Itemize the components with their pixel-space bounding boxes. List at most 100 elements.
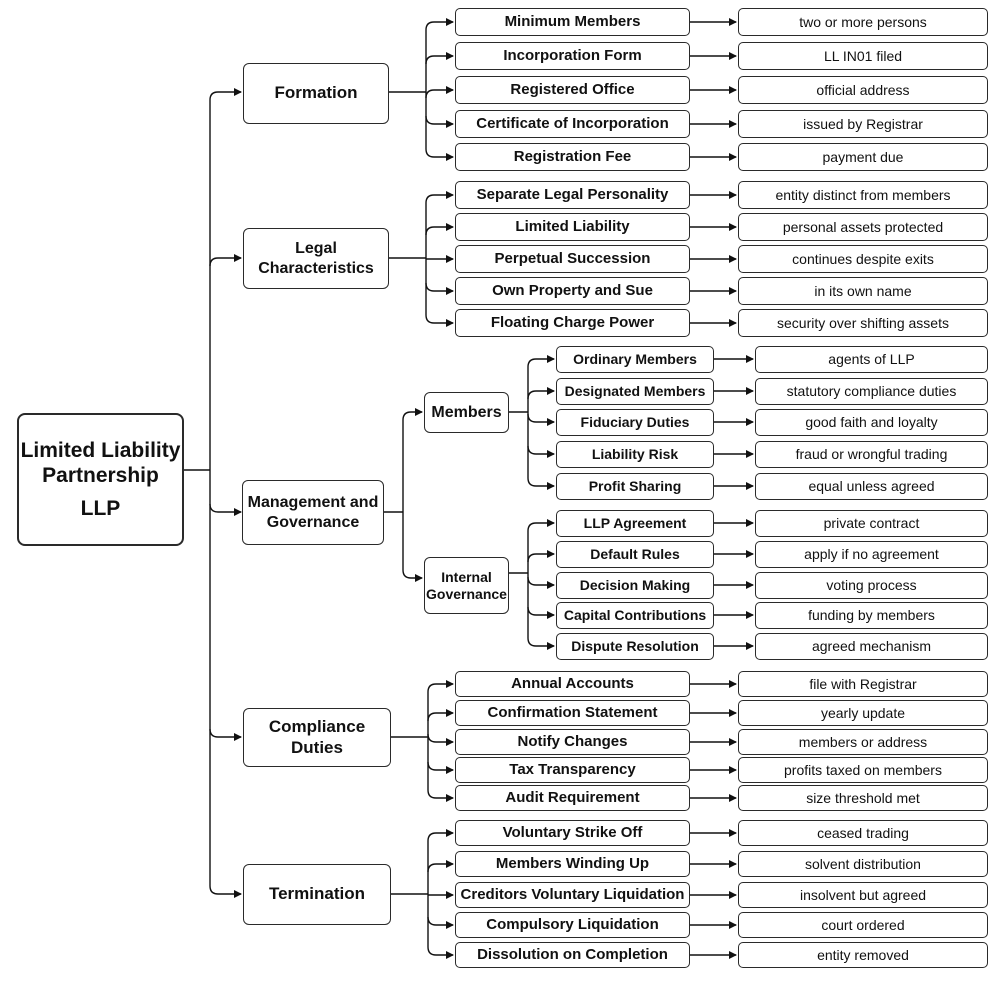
desc-decision-making: voting process: [755, 572, 988, 599]
connector-arrow: [527, 445, 555, 458]
desc-tax-transparency: profits taxed on members: [738, 757, 988, 783]
connector-arrow: [527, 519, 555, 532]
subgroup-title: Members: [431, 403, 502, 421]
connector-arrow: [425, 148, 454, 161]
connector-arrow: [527, 576, 555, 589]
item-label: Profit Sharing: [588, 478, 682, 495]
item-label: Dissolution on Completion: [477, 946, 668, 963]
item-limited-liability: Limited Liability: [455, 213, 690, 241]
connector-arrow: [425, 52, 454, 65]
connector-arrow: [427, 761, 454, 774]
item-own-property-and-sue: Own Property and Sue: [455, 277, 690, 305]
item-tax-transparency: Tax Transparency: [455, 757, 690, 783]
desc-llp-agreement: private contract: [755, 510, 988, 537]
desc-text: solvent distribution: [805, 855, 921, 872]
item-label: Ordinary Members: [573, 351, 697, 368]
item-label: Compulsory Liquidation: [486, 916, 659, 933]
root-title-line: LLP: [80, 497, 121, 521]
desc-perpetual-succession: continues despite exits: [738, 245, 988, 273]
item-certificate-of-incorporation: Certificate of Incorporation: [455, 110, 690, 138]
item-profit-sharing: Profit Sharing: [556, 473, 714, 500]
connector-arrow: [427, 789, 454, 802]
connector-arrow: [425, 191, 454, 204]
subgroup-internal-governance: Internal Governance: [424, 557, 509, 614]
item-label: Tax Transparency: [509, 761, 636, 778]
item-compulsory-liquidation: Compulsory Liquidation: [455, 912, 690, 938]
root-title-line: Partnership: [42, 463, 159, 487]
desc-certificate-of-incorporation: issued by Registrar: [738, 110, 988, 138]
desc-text: security over shifting assets: [777, 314, 949, 331]
item-label: Minimum Members: [504, 13, 641, 30]
desc-fiduciary-duties: good faith and loyalty: [755, 409, 988, 436]
connector-arrow: [427, 860, 454, 873]
desc-text: file with Registrar: [809, 675, 917, 692]
item-decision-making: Decision Making: [556, 572, 714, 599]
desc-text: voting process: [826, 577, 917, 594]
item-label: Limited Liability: [515, 218, 630, 235]
connector-arrow: [427, 680, 454, 693]
category-management-and-governance: Management and Governance: [242, 480, 384, 545]
item-designated-members: Designated Members: [556, 378, 714, 405]
item-label: Incorporation Form: [503, 47, 642, 64]
desc-text: fraud or wrongful trading: [795, 446, 948, 463]
category-title: Termination: [268, 884, 366, 904]
item-registration-fee: Registration Fee: [455, 143, 690, 171]
item-label: Notify Changes: [517, 733, 628, 750]
category-legal-characteristics: Legal Characteristics: [243, 228, 389, 289]
desc-text: profits taxed on members: [784, 761, 942, 778]
desc-text: equal unless agreed: [808, 478, 935, 495]
desc-confirmation-statement: yearly update: [738, 700, 988, 726]
desc-text: entity distinct from members: [775, 186, 951, 203]
desc-text: agreed mechanism: [811, 638, 932, 655]
desc-annual-accounts: file with Registrar: [738, 671, 988, 697]
item-ordinary-members: Ordinary Members: [556, 346, 714, 373]
desc-text: in its own name: [814, 282, 912, 299]
subgroup-title: Internal Governance: [426, 568, 507, 602]
item-label: Registered Office: [510, 81, 635, 98]
connector-arrow: [425, 86, 454, 99]
desc-dissolution-on-completion: entity removed: [738, 942, 988, 968]
item-label: Designated Members: [564, 383, 706, 400]
connector-arrow: [427, 709, 454, 722]
item-dispute-resolution: Dispute Resolution: [556, 633, 714, 660]
connector-arrow: [209, 728, 242, 741]
item-floating-charge-power: Floating Charge Power: [455, 309, 690, 337]
category-title: Compliance Duties: [268, 717, 366, 757]
item-audit-requirement: Audit Requirement: [455, 785, 690, 811]
desc-text: size threshold met: [806, 789, 920, 806]
desc-incorporation-form: LL IN01 filed: [738, 42, 988, 70]
connector-arrow: [209, 885, 242, 898]
item-label: Capital Contributions: [563, 607, 707, 624]
desc-designated-members: statutory compliance duties: [755, 378, 988, 405]
item-annual-accounts: Annual Accounts: [455, 671, 690, 697]
item-minimum-members: Minimum Members: [455, 8, 690, 36]
connector-arrow: [425, 282, 454, 295]
desc-audit-requirement: size threshold met: [738, 785, 988, 811]
desc-floating-charge-power: security over shifting assets: [738, 309, 988, 337]
desc-creditors-voluntary-liquidation: insolvent but agreed: [738, 882, 988, 908]
desc-notify-changes: members or address: [738, 729, 988, 755]
connector-arrow: [527, 413, 555, 426]
item-perpetual-succession: Perpetual Succession: [455, 245, 690, 273]
item-label: Liability Risk: [591, 446, 679, 463]
desc-text: statutory compliance duties: [786, 383, 957, 400]
item-dissolution-on-completion: Dissolution on Completion: [455, 942, 690, 968]
item-creditors-voluntary-liquidation: Creditors Voluntary Liquidation: [455, 882, 690, 908]
connector-arrow: [527, 637, 555, 650]
desc-text: two or more persons: [799, 13, 927, 30]
connector-arrow: [209, 88, 242, 101]
item-liability-risk: Liability Risk: [556, 441, 714, 468]
subgroup-members: Members: [424, 392, 509, 433]
item-label: Members Winding Up: [495, 855, 650, 872]
item-notify-changes: Notify Changes: [455, 729, 690, 755]
desc-text: apply if no agreement: [804, 546, 939, 563]
desc-dispute-resolution: agreed mechanism: [755, 633, 988, 660]
category-title: Management and Governance: [247, 494, 379, 531]
item-confirmation-statement: Confirmation Statement: [455, 700, 690, 726]
item-separate-legal-personality: Separate Legal Personality: [455, 181, 690, 209]
desc-text: issued by Registrar: [803, 115, 923, 132]
category-termination: Termination: [243, 864, 391, 925]
category-formation: Formation: [243, 63, 389, 124]
category-compliance-duties: Compliance Duties: [243, 708, 391, 767]
category-title: Formation: [274, 83, 358, 103]
